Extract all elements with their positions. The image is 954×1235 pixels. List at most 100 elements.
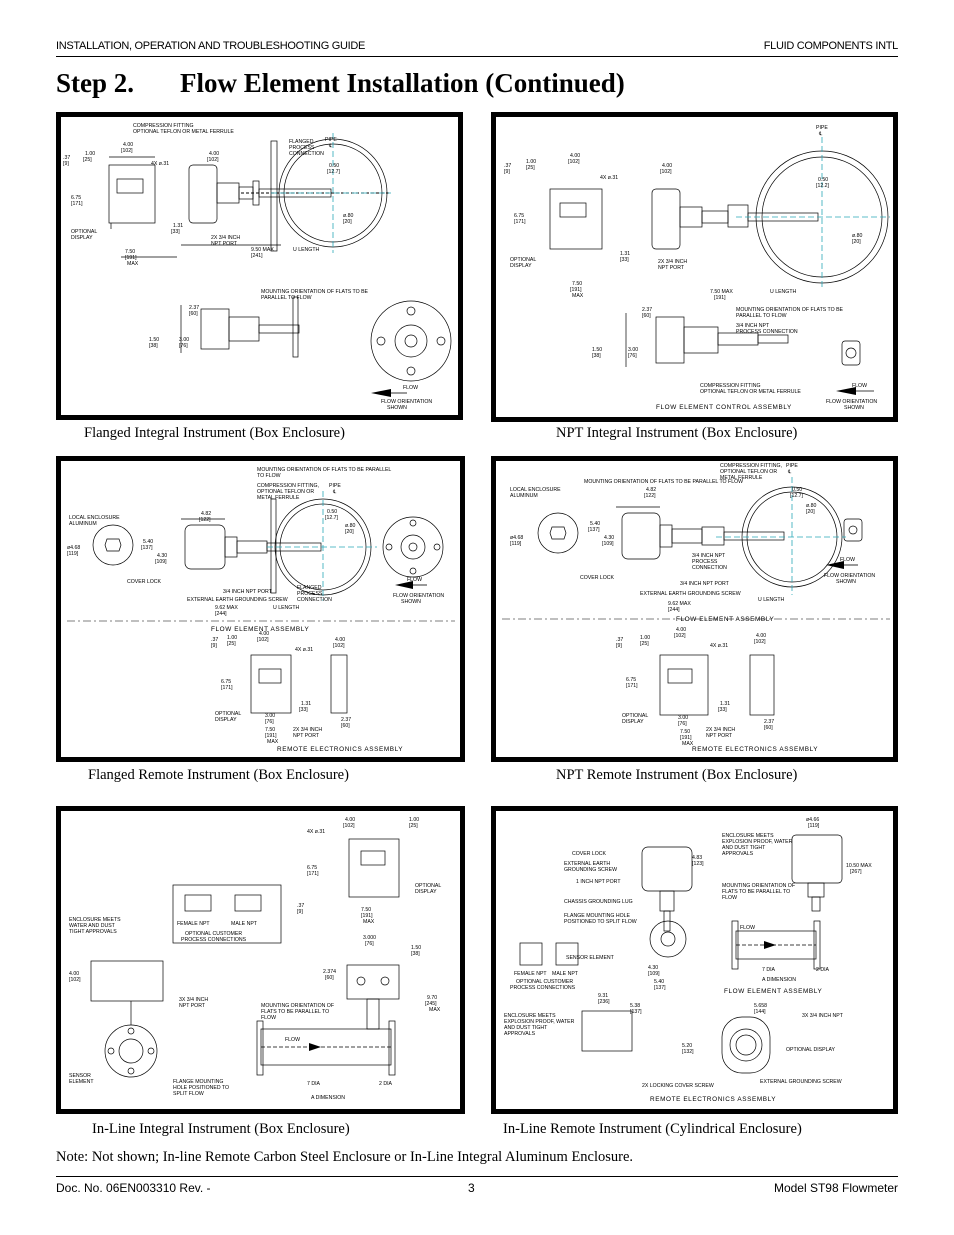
drawing-label: 1.31 — [720, 701, 730, 707]
drawing-label: .37 — [297, 903, 304, 909]
drawing-label: FLOW — [285, 1037, 300, 1043]
drawing-label: [38] — [592, 353, 601, 359]
drawing-label: [102] — [568, 159, 580, 165]
drawing-label: COMPRESSION FITTING, — [257, 483, 319, 489]
drawing-label: [245] — [425, 1001, 437, 1007]
drawing-label: [123] — [692, 861, 704, 867]
drawing-label: OPTIONAL TEFLON OR — [720, 469, 777, 475]
drawing-label: CONNECTION — [297, 597, 332, 603]
drawing-label: [76] — [628, 353, 637, 359]
drawing-label: [33] — [299, 707, 308, 713]
drawing-label: 4.00 — [756, 633, 766, 639]
drawing-label: 3.000 — [363, 935, 376, 941]
drawing-label: 0.50 — [818, 177, 828, 183]
drawing-label: ø4.66 — [806, 817, 819, 823]
drawing-label: MOUNTING ORIENTATION OF FLATS TO BE — [261, 289, 369, 295]
drawing-label: COVER LOCK — [127, 579, 162, 585]
drawing-label: EXTERNAL EARTH GROUNDING SCREW — [187, 597, 288, 603]
drawing-label: OPTIONAL — [622, 713, 648, 719]
drawing-label: [33] — [718, 707, 727, 713]
drawing-label: COVER LOCK — [580, 575, 615, 581]
drawing-label: FLOW ORIENTATION — [824, 573, 875, 579]
drawing-label: ø.80 — [852, 233, 862, 239]
drawing-label: 6.75 — [71, 195, 81, 201]
drawing-label: 10.50 MAX — [846, 863, 872, 869]
drawing-label: 4.00 — [123, 142, 133, 148]
drawing-label: 2X 3/4 INCH — [658, 259, 687, 265]
drawing-label: ENCLOSURE MEETS — [722, 833, 774, 839]
drawing-label: FLOW — [722, 895, 737, 901]
drawing-label: MALE NPT — [231, 921, 258, 927]
drawing-label: 2 DIA — [816, 967, 830, 973]
drawing-label: 3/4 INCH NPT — [736, 323, 770, 329]
drawing-label: MAX — [267, 739, 279, 745]
drawing-label: 6.75 — [514, 213, 524, 219]
drawing-label: TIGHT APPROVALS — [69, 929, 117, 935]
drawing-label: DISPLAY — [415, 889, 437, 895]
drawing-label: 1.31 — [173, 223, 183, 229]
drawing-label: GROUNDING SCREW — [564, 867, 617, 873]
drawing-label: 9.62 MAX — [668, 601, 691, 607]
drawing-label: MAX — [127, 261, 139, 267]
drawing-label: [20] — [806, 509, 815, 515]
title-step: Step 2. — [56, 68, 135, 98]
drawing-label: ø4.68 — [67, 545, 80, 551]
drawing-label: [191] — [265, 733, 277, 739]
drawing-label: [102] — [69, 977, 81, 983]
drawing-label: [38] — [411, 951, 420, 957]
drawing-label: ø.80 — [345, 523, 355, 529]
drawing-label: [60] — [341, 723, 350, 729]
drawing-label: 4.82 — [201, 511, 211, 517]
drawing-label: 3X 3/4 INCH — [179, 997, 208, 1003]
header-rule — [56, 56, 898, 57]
drawing-label: [20] — [852, 239, 861, 245]
drawing-label: [102] — [121, 148, 133, 154]
drawing-label: APPROVALS — [504, 1031, 536, 1037]
caption-inline-integral: In-Line Integral Instrument (Box Enclosu… — [92, 1121, 350, 1137]
drawing-label: [76] — [365, 941, 374, 947]
drawing-label: COMPRESSION FITTING — [133, 123, 194, 129]
drawing-label: 0.50 — [327, 509, 337, 515]
drawing-label: NPT PORT — [211, 241, 238, 247]
drawing-label: [137] — [588, 527, 600, 533]
drawing-label: 4.00 — [259, 631, 269, 637]
drawing-label: [171] — [514, 219, 526, 225]
drawing-label: FLATS TO BE PARALLEL TO — [722, 889, 790, 895]
drawing-label: NPT PORT — [293, 733, 320, 739]
drawing-label: 5.20 — [682, 1043, 692, 1049]
drawing-label: 3/4 INCH NPT — [692, 553, 726, 559]
drawing-label: 4X ø.31 — [151, 161, 169, 167]
drawing-label: ALUMINUM — [510, 493, 538, 499]
drawing-label: REMOTE ELECTRONICS ASSEMBLY — [692, 746, 818, 753]
drawing-label: 2.37 — [642, 307, 652, 313]
drawing-label: FLANGE MOUNTING — [173, 1079, 223, 1085]
drawing-label: 5.658 — [754, 1003, 767, 1009]
drawing-label: 2.37 — [341, 717, 351, 723]
drawing-label: PROCESS CONNECTION — [736, 329, 798, 335]
drawing-label: U LENGTH — [770, 289, 796, 295]
drawing-label: A DIMENSION — [311, 1095, 345, 1101]
drawing-label: [102] — [674, 633, 686, 639]
drawing-label: EXPLOSION PROOF, WATER — [722, 839, 793, 845]
centerline — [736, 137, 890, 287]
drawing-label: [9] — [616, 643, 622, 649]
drawing-label: 4.00 — [335, 637, 345, 643]
running-header-right: FLUID COMPONENTS INTL — [763, 40, 899, 52]
drawing-npt-integral: PIPE ℄ .37 [9] 1.00 [25] 4.00 [102] 4X ø… — [504, 125, 890, 411]
drawing-label: 1.31 — [620, 251, 630, 257]
centerline — [267, 491, 377, 601]
drawing-label: [102] — [343, 823, 355, 829]
drawing-label: [132] — [682, 1049, 694, 1055]
drawing-label: ENCLOSURE MEETS — [69, 917, 121, 923]
drawing-label: [60] — [642, 313, 651, 319]
footer-page-number: 3 — [468, 1181, 475, 1195]
drawing-label: 4.00 — [345, 817, 355, 823]
drawing-label: MAX — [572, 293, 584, 299]
drawing-label: SPLIT FLOW — [173, 1091, 204, 1097]
drawing-label: 6.75 — [221, 679, 231, 685]
drawing-label: CHASSIS GROUNDING LUG — [564, 899, 633, 905]
drawing-label: [267] — [850, 869, 862, 875]
drawing-label: DISPLAY — [622, 719, 644, 725]
running-header-left: INSTALLATION, OPERATION AND TROUBLESHOOT… — [56, 40, 366, 52]
drawing-label: [20] — [345, 529, 354, 535]
